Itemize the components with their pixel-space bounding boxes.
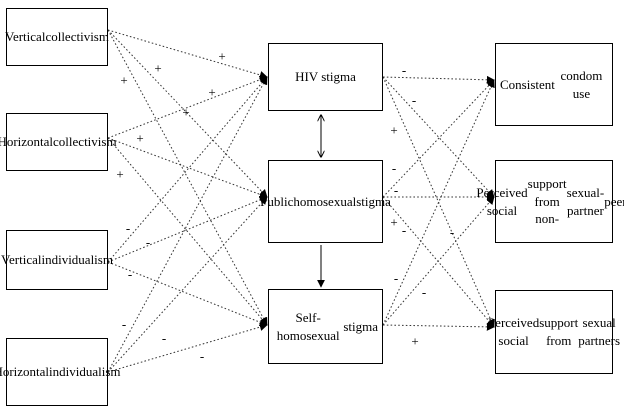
node-support-sexual-partners: Perceived social support from sexual par… <box>488 290 620 374</box>
edge-path <box>107 29 268 198</box>
node-label-line: support from non- <box>527 175 567 227</box>
edge-path <box>382 79 495 326</box>
edge-sign: - <box>411 92 417 108</box>
edge-sign: + <box>411 333 419 349</box>
node-label-line: stigma <box>356 193 391 209</box>
node-consistent-condom-use: Consistent condom use <box>495 43 613 126</box>
edge-path <box>107 137 268 326</box>
node-label-line: Horizontal <box>0 134 54 150</box>
node-label-line: individualism <box>49 364 121 380</box>
node-label-line: Vertical <box>1 252 42 268</box>
node-label-line: support from <box>539 315 579 348</box>
node-label-line: Horizontal <box>0 364 50 380</box>
edge-path <box>382 322 495 331</box>
edge-sign: - <box>145 234 151 250</box>
node-label-line: sexual partners <box>578 315 621 348</box>
edge-path <box>107 323 268 373</box>
node-label-line: collectivism <box>45 29 109 45</box>
edge-sign: + <box>120 72 128 88</box>
edge-sign: - <box>391 160 397 176</box>
node-vertical-individualism: Vertical individualism <box>1 230 113 290</box>
edge-path <box>107 196 268 373</box>
node-horizontal-individualism: Horizontal individualism <box>0 338 121 406</box>
edge-sign: - <box>199 348 205 364</box>
node-label-line: stigma <box>343 318 378 334</box>
edge-sign: + <box>136 130 144 146</box>
edge-sign: - <box>393 182 399 198</box>
node-label-line: collectivism <box>53 134 117 150</box>
edge-sign: + <box>116 166 124 182</box>
edge-path <box>107 76 268 373</box>
edge-group <box>107 29 495 373</box>
edge-path <box>382 196 495 326</box>
edge-sign: - <box>161 330 167 346</box>
node-self-homosexual-stigma: Self-homosexual stigma <box>268 289 383 364</box>
node-label-line: HIV stigma <box>295 69 356 85</box>
node-label-line: Perceived social <box>487 315 540 348</box>
node-label-line: Self-homosexual <box>276 309 340 343</box>
node-support-non-sexual-partner-peers: Perceived social support from non- sexua… <box>476 160 624 243</box>
edge-path <box>107 75 268 139</box>
edge-sign: - <box>401 222 407 238</box>
node-label-line: sexual-partner <box>566 184 605 218</box>
node-label-line: Perceived social <box>476 184 528 218</box>
node-public-homosexual-stigma: Public homosexual stigma <box>260 160 391 243</box>
edge-sign: - <box>121 316 127 332</box>
edge-sign: - <box>421 284 427 300</box>
edge-path <box>107 196 268 263</box>
edge-path <box>107 29 268 79</box>
node-label-line: homosexual <box>293 193 357 209</box>
node-label-line: Consistent <box>500 76 555 92</box>
edge-sign: - <box>125 220 131 236</box>
edge-sign: + <box>218 48 226 64</box>
edge-sign: - <box>393 270 399 286</box>
node-hiv-stigma: HIV stigma <box>268 43 383 111</box>
node-vertical-collectivism: Vertical collectivism <box>5 8 109 66</box>
edge-path <box>107 137 268 199</box>
edge-path <box>382 76 495 198</box>
node-label-line: condom use <box>560 67 603 101</box>
edge-sign: + <box>390 122 398 138</box>
edge-sign: + <box>182 104 190 120</box>
edge-path <box>382 79 495 198</box>
edge-sign: - <box>127 266 133 282</box>
edge-sign: + <box>208 84 216 100</box>
node-label-line: peers <box>604 193 624 209</box>
edge-sign: + <box>154 60 162 76</box>
edge-sign: - <box>401 62 407 78</box>
node-label-line: Public <box>260 193 294 209</box>
edge-sign: + <box>390 214 398 230</box>
edge-sign: - <box>449 224 455 240</box>
node-horizontal-collectivism: Horizontal collectivism <box>0 113 117 171</box>
node-label-line: individualism <box>41 252 113 268</box>
edge-path <box>382 75 495 84</box>
node-label-line: Vertical <box>5 29 46 45</box>
edge-path <box>107 29 268 326</box>
edge-path <box>107 76 268 263</box>
